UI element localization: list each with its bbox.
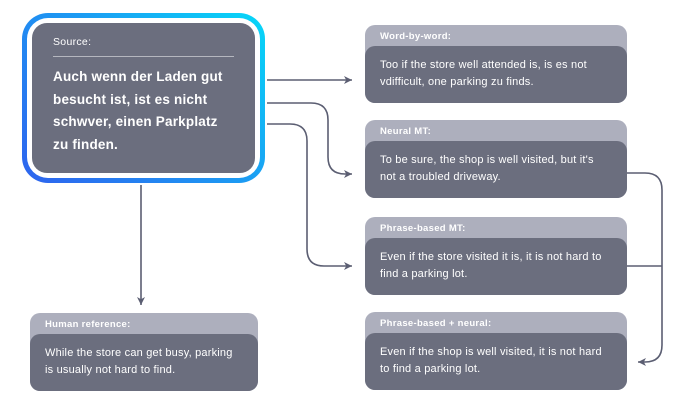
source-card: Source: Auch wenn der Laden gut besucht … bbox=[22, 13, 265, 183]
card-human-reference-text: While the store can get busy, parking is… bbox=[30, 334, 258, 391]
card-neural-mt: Neural MT: To be sure, the shop is well … bbox=[365, 120, 627, 198]
card-phrase-based-neural-title: Phrase-based + neural: bbox=[380, 318, 492, 329]
card-neural-mt-title: Neural MT: bbox=[380, 126, 432, 137]
source-text: Auch wenn der Laden gut besucht ist, ist… bbox=[53, 69, 223, 153]
card-phrase-based-neural: Phrase-based + neural: Even if the shop … bbox=[365, 312, 627, 390]
source-divider bbox=[53, 56, 234, 57]
card-word-by-word: Word-by-word: Too if the store well atte… bbox=[365, 25, 627, 103]
card-human-reference: Human reference: While the store can get… bbox=[30, 313, 258, 391]
card-phrase-based-mt-title: Phrase-based MT: bbox=[380, 223, 466, 234]
card-phrase-based-neural-text: Even if the shop is well visited, it is … bbox=[365, 333, 627, 390]
arrow-neural-mt-to-phrase-based-neural bbox=[627, 172, 663, 366]
card-phrase-based-mt-text: Even if the store visited it is, it is n… bbox=[365, 238, 627, 295]
source-label: Source: bbox=[53, 36, 92, 48]
source-card-inner: Source: Auch wenn der Laden gut besucht … bbox=[32, 23, 255, 173]
card-neural-mt-text: To be sure, the shop is well visited, bu… bbox=[365, 141, 627, 198]
card-human-reference-title: Human reference: bbox=[45, 319, 131, 330]
arrow-source-to-neural-mt bbox=[267, 102, 352, 178]
card-word-by-word-text: Too if the store well attended is, is es… bbox=[365, 46, 627, 103]
source-card-ring: Source: Auch wenn der Laden gut besucht … bbox=[27, 18, 260, 178]
arrow-source-to-phrase-based-mt bbox=[267, 123, 352, 270]
card-phrase-based-mt: Phrase-based MT: Even if the store visit… bbox=[365, 217, 627, 295]
card-word-by-word-title: Word-by-word: bbox=[380, 31, 452, 42]
